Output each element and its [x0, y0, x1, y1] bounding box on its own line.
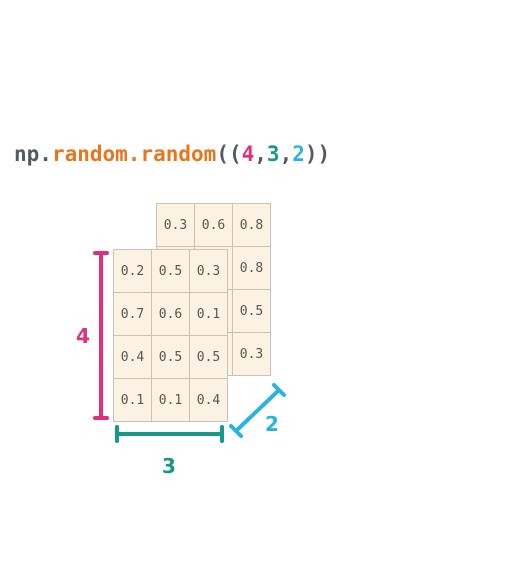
cols-dimension-label: 3: [162, 454, 176, 478]
code-open-paren: ((: [216, 142, 242, 166]
cols-dimension-bracket: [115, 425, 224, 443]
array-cell: 0.1: [114, 379, 152, 422]
array-cell: 0.3: [157, 204, 195, 247]
array-cell: 0.7: [114, 293, 152, 336]
array-cell: 0.5: [152, 250, 190, 293]
rows-dimension-label: 4: [76, 324, 90, 348]
depth-dimension-label: 2: [265, 412, 279, 436]
array-cell: 0.5: [152, 336, 190, 379]
code-arg-cols: 3: [266, 142, 280, 166]
array-cell: 0.6: [152, 293, 190, 336]
array-cell: 0.8: [233, 204, 271, 247]
array-cell: 0.6: [195, 204, 233, 247]
code-function: random.random: [51, 142, 217, 166]
array-cell: 0.3: [190, 250, 228, 293]
code-arg-depth: 2: [292, 142, 305, 166]
code-comma: ,: [254, 142, 267, 166]
code-arg-rows: 4: [241, 142, 255, 166]
code-expression: np.random.random((4,3,2)): [14, 140, 330, 168]
array-cell: 0.8: [233, 247, 271, 290]
array-cell: 0.5: [190, 336, 228, 379]
array-cell: 0.5: [233, 290, 271, 333]
array-cell: 0.3: [233, 333, 271, 376]
array-cell: 0.1: [152, 379, 190, 422]
code-close-paren: )): [304, 142, 331, 166]
array-cell: 0.4: [190, 379, 228, 422]
array-cell: 0.2: [114, 250, 152, 293]
code-comma: ,: [279, 142, 293, 166]
array-cell: 0.1: [190, 293, 228, 336]
array-front-layer: 0.2 0.5 0.3 0.7 0.6 0.1 0.4 0.5 0.5 0.1 …: [113, 249, 228, 422]
rows-dimension-bracket: [93, 251, 109, 420]
array-cell: 0.4: [114, 336, 152, 379]
code-module: np.: [14, 142, 52, 166]
depth-dimension-bracket: [229, 383, 286, 438]
